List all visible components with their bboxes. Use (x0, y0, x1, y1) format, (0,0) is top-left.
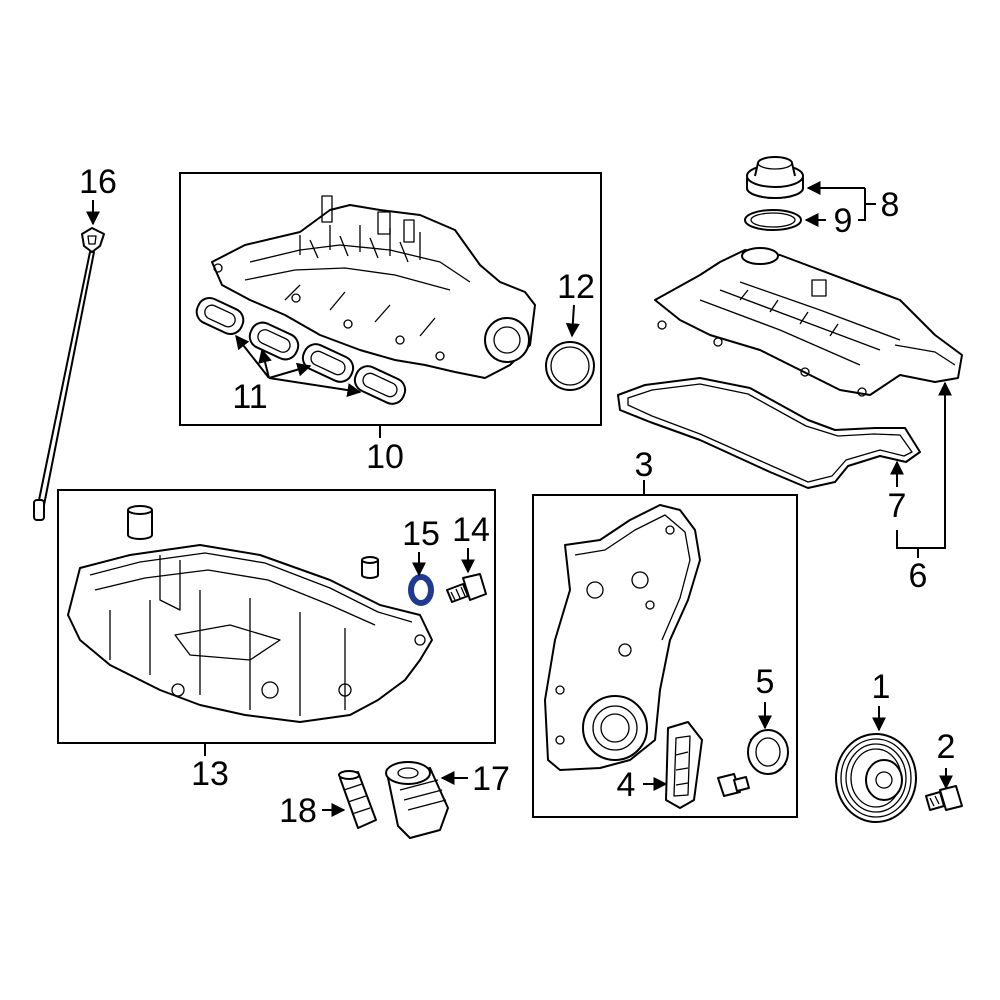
pulley-bolt[interactable] (925, 785, 963, 811)
oil-pan-group-frame (57, 489, 496, 744)
callout-6: 6 (909, 557, 928, 595)
callout-2: 2 (937, 728, 956, 766)
callout-4: 4 (617, 766, 636, 804)
callout-11: 11 (232, 378, 267, 416)
timing-chain-cover[interactable] (544, 504, 701, 771)
callout-7: 7 (888, 487, 907, 525)
chain-tensioner-guide[interactable] (665, 721, 703, 809)
callout-10: 10 (366, 438, 404, 476)
oil-pan-dowel[interactable] (361, 556, 379, 579)
oil-filler-cap[interactable] (746, 156, 804, 199)
callout-16: 16 (79, 163, 117, 201)
oil-filter[interactable] (385, 761, 449, 839)
callout-15: 15 (402, 515, 440, 553)
intake-manifold[interactable] (211, 195, 536, 379)
callout-1: 1 (872, 668, 891, 706)
oil-pan-sleeve[interactable] (127, 505, 153, 540)
crankshaft-pulley[interactable] (835, 733, 917, 823)
callout-13: 13 (191, 755, 229, 793)
callout-17: 17 (472, 760, 510, 798)
leader-lines (86, 181, 953, 817)
valve-cover[interactable] (654, 247, 963, 397)
oil-pan[interactable] (67, 544, 433, 723)
crankshaft-front-seal[interactable] (747, 729, 789, 775)
drain-plug[interactable] (446, 573, 487, 603)
drain-plug-washer[interactable] (408, 574, 434, 606)
valve-cover-gasket[interactable] (617, 377, 921, 489)
callout-8: 8 (881, 186, 900, 224)
callout-14: 14 (452, 511, 490, 549)
callout-12: 12 (557, 268, 595, 306)
timing-cover-group-frame (532, 494, 798, 818)
throttle-body-gasket[interactable] (545, 341, 595, 391)
callout-18: 18 (279, 792, 317, 830)
callout-9: 9 (834, 202, 853, 240)
oil-dipstick[interactable] (33, 227, 105, 521)
tensioner-bolt[interactable] (717, 773, 750, 797)
filler-cap-seal[interactable] (744, 209, 802, 231)
callout-3: 3 (635, 446, 654, 484)
callout-5: 5 (756, 663, 775, 701)
oil-filter-stud[interactable] (338, 770, 377, 829)
intake-manifold-group-frame (179, 172, 602, 426)
